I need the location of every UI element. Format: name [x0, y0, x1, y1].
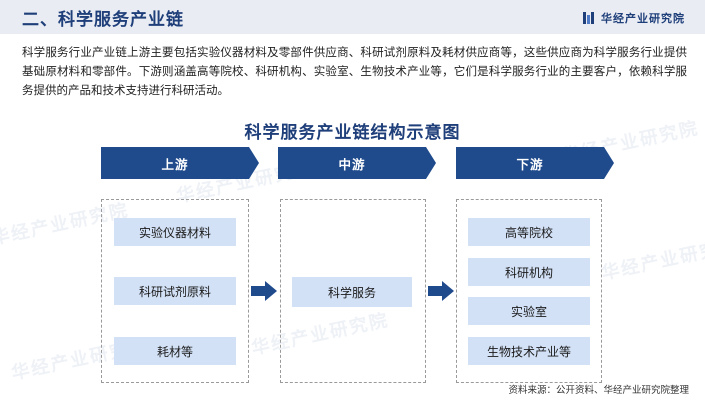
upstream-item: 科研试剂原料	[114, 277, 236, 305]
upstream-item: 耗材等	[114, 337, 236, 365]
brand-logo-icon	[583, 12, 595, 24]
column-header-upstream: 上游	[101, 147, 249, 179]
diagram-title: 科学服务产业链结构示意图	[244, 123, 461, 143]
header-band: 二、科学服务产业链 华经产业研究院	[0, 0, 705, 34]
brand-name: 华经产业研究院	[601, 12, 685, 25]
downstream-item: 科研机构	[468, 258, 590, 286]
brand: 华经产业研究院	[583, 10, 685, 26]
downstream-column	[456, 199, 602, 383]
column-header-downstream: 下游	[456, 147, 604, 179]
intro-paragraph: 科学服务行业产业链上游主要包括实验仪器材料及零部件供应商、科研试剂原料及耗材供应…	[22, 45, 687, 97]
source-note: 资料来源：公开资料、华经产业研究院整理	[508, 385, 689, 396]
midstream-item: 科学服务	[292, 277, 412, 307]
midstream-column	[280, 199, 426, 383]
flow-arrow-icon	[251, 281, 277, 301]
section-title: 二、科学服务产业链	[22, 10, 184, 30]
watermark: 华经产业研究院	[599, 234, 705, 285]
flow-arrow-icon	[428, 281, 454, 301]
column-header-midstream: 中游	[278, 147, 426, 179]
downstream-item: 实验室	[468, 297, 590, 325]
chevron-icon	[604, 147, 614, 179]
chevron-icon	[426, 147, 436, 179]
chevron-icon	[249, 147, 259, 179]
downstream-item: 生物技术产业等	[468, 337, 590, 365]
downstream-item: 高等院校	[468, 218, 590, 246]
upstream-column	[101, 199, 249, 383]
upstream-item: 实验仪器材料	[114, 218, 236, 246]
